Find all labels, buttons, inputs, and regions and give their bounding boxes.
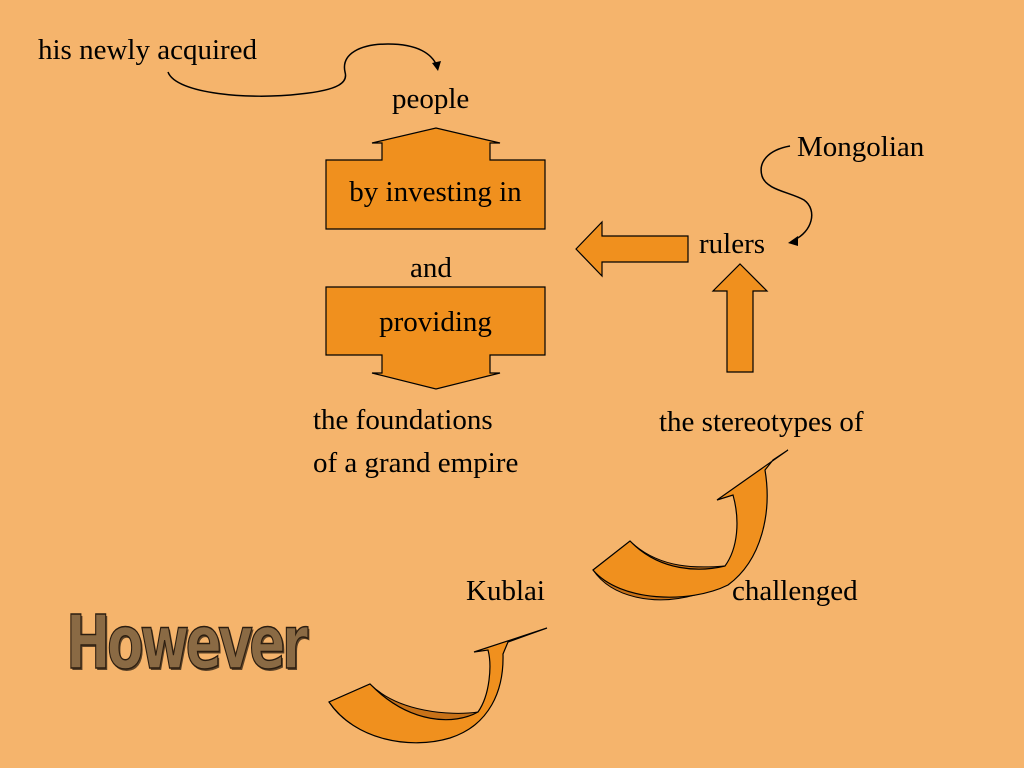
curved-connector-his-newly-acquired <box>167 43 438 97</box>
left-arrow <box>575 220 689 278</box>
arrowhead-people <box>432 61 441 71</box>
label-mongolian: Mongolian <box>797 131 925 163</box>
label-stereotypes-of: the stereotypes of <box>659 406 864 438</box>
up-arrow <box>711 263 769 373</box>
label-by-investing-in: by investing in <box>349 176 522 208</box>
label-his-newly-acquired: his newly acquired <box>38 34 258 66</box>
down-arrow-callout-providing <box>325 286 546 390</box>
curved-arrow-to-kublai <box>328 627 548 744</box>
label-foundations-line2: of a grand empire <box>313 447 519 479</box>
label-rulers: rulers <box>699 228 766 260</box>
however-wordart: However <box>65 600 308 686</box>
label-providing: providing <box>379 306 492 338</box>
label-people: people <box>392 83 470 115</box>
label-kublai: Kublai <box>466 575 545 607</box>
label-foundations-line1: the foundations <box>313 404 493 436</box>
curved-arrow-to-stereotypes <box>592 449 789 598</box>
up-arrow-callout-investing <box>325 127 546 230</box>
label-challenged: challenged <box>732 575 858 607</box>
arrowhead-rulers <box>788 236 798 246</box>
label-and: and <box>410 252 452 284</box>
curved-connector-mongolian <box>760 145 813 241</box>
